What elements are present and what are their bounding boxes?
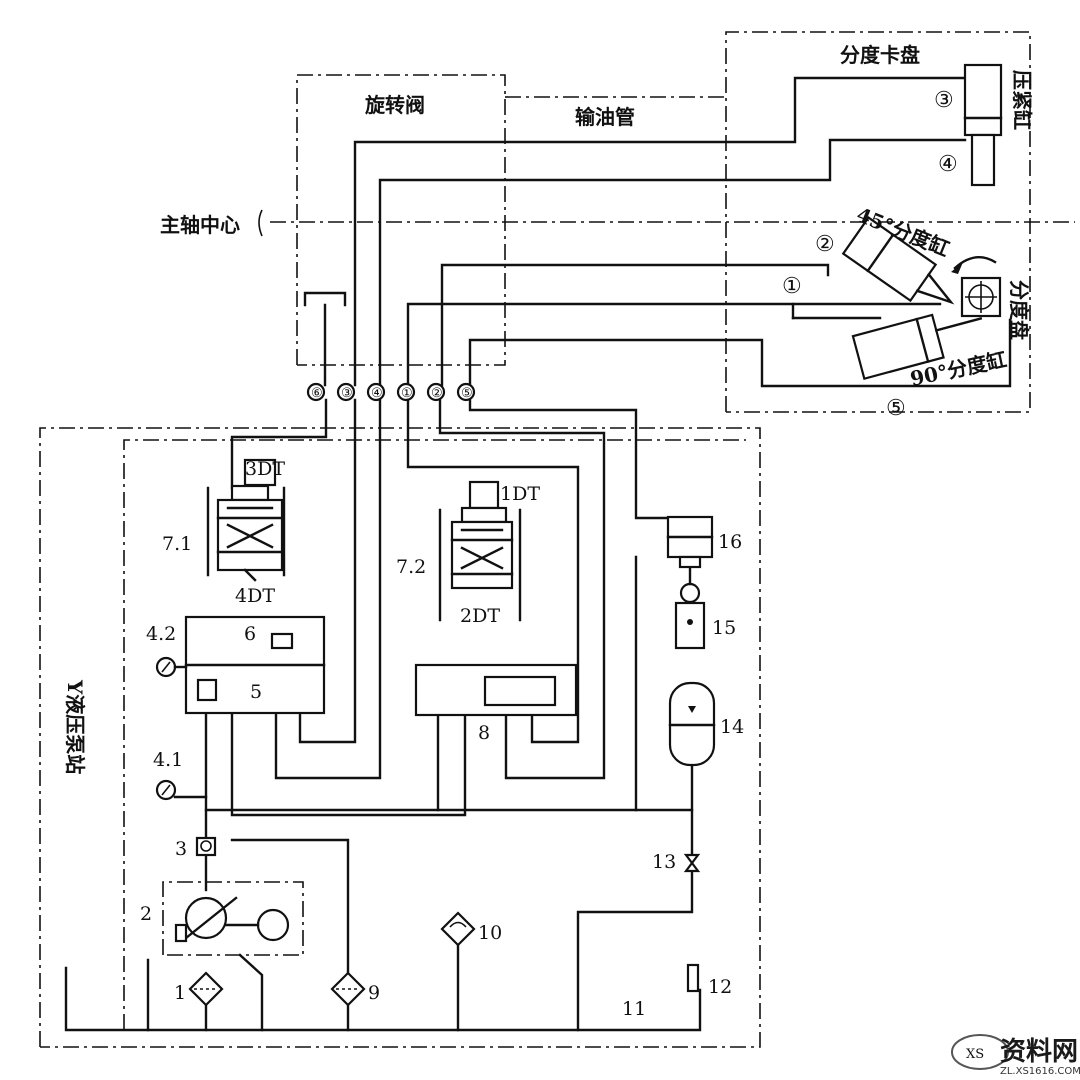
label-4-1: 4.1 — [153, 749, 183, 771]
filter-1 — [188, 971, 224, 1007]
pressure-gauge-4-1 — [155, 779, 177, 801]
svg-text:⑥: ⑥ — [311, 386, 323, 401]
label-clamp-cylinder: 压紧缸 — [1010, 70, 1034, 130]
pressure-gauge-4-2 — [155, 656, 188, 678]
label-2dt: 2DT — [460, 605, 500, 627]
label-8: 8 — [478, 722, 490, 744]
svg-text:④: ④ — [371, 386, 383, 401]
label-12: 12 — [708, 976, 732, 998]
svg-text:②: ② — [431, 386, 443, 401]
watermark-brand: 资料网 — [1000, 1037, 1078, 1067]
pump-unit-frame — [162, 881, 304, 956]
label-indexing-chuck: 分度卡盘 — [840, 43, 920, 67]
label-5: 5 — [250, 681, 262, 703]
label-16: 16 — [718, 531, 742, 553]
label-6: 6 — [244, 623, 256, 645]
circled-5: ⑤ — [886, 396, 906, 421]
label-15: 15 — [712, 617, 736, 639]
label-indexing-plate: 分度盘 — [1007, 280, 1031, 340]
port-1: ① — [396, 382, 416, 402]
pressure-switch-15 — [674, 563, 706, 650]
check-valve-3 — [195, 836, 217, 857]
port-row: ⑥ ③ ④ ① ② ⑤ — [306, 382, 476, 402]
stop-valve-13 — [683, 853, 701, 873]
label-1dt: 1DT — [500, 483, 540, 505]
port-4: ④ — [366, 382, 386, 402]
svg-text:⑤: ⑤ — [461, 386, 473, 401]
accumulator-14 — [668, 681, 716, 767]
manifold-8 — [414, 663, 578, 717]
tank-sight-12 — [686, 963, 700, 993]
svg-text:①: ① — [401, 386, 413, 401]
label-14: 14 — [720, 716, 744, 738]
port-2: ② — [426, 382, 446, 402]
rotary-valve-frame — [296, 74, 506, 366]
circled-1: ① — [782, 274, 802, 299]
label-3: 3 — [175, 838, 187, 860]
label-9: 9 — [368, 982, 380, 1004]
lower-pipes — [64, 398, 702, 1032]
port-5: ⑤ — [456, 382, 476, 402]
boundary-frames — [39, 31, 1075, 1048]
label-3dt: 3DT — [245, 458, 285, 480]
svg-text:③: ③ — [341, 386, 353, 401]
label-11: 11 — [622, 998, 646, 1020]
watermark-logo: XS 资料网 ZL.XS1616.COM — [951, 1034, 1080, 1077]
label-4dt: 4DT — [235, 585, 275, 607]
pump-station-frame — [39, 427, 761, 1048]
label-4-2: 4.2 — [146, 623, 176, 645]
watermark-url: ZL.XS1616.COM — [1000, 1066, 1080, 1077]
indexing-plate — [960, 276, 1002, 318]
indexing-cylinder-45 — [841, 216, 955, 305]
label-13: 13 — [652, 851, 676, 873]
circled-2: ② — [815, 232, 835, 257]
circled-4: ④ — [938, 152, 958, 177]
label-oil-pipe: 输油管 — [575, 105, 635, 129]
label-1: 1 — [174, 982, 186, 1004]
label-10: 10 — [478, 922, 502, 944]
clamp-cylinder — [963, 63, 1003, 187]
label-7-2: 7.2 — [396, 556, 426, 578]
circled-3: ③ — [934, 88, 954, 113]
pump-motor-unit — [174, 896, 290, 943]
directional-valve-7-1 — [216, 458, 284, 582]
label-spindle-center: 主轴中心 — [160, 213, 240, 237]
directional-valve-7-2 — [450, 480, 514, 590]
cylinder-16 — [666, 515, 714, 569]
port-3: ③ — [336, 382, 356, 402]
label-pump-station: Y液压泵站 — [63, 679, 87, 774]
watermark-logo-text: XS — [966, 1047, 984, 1062]
label-2: 2 — [140, 903, 152, 925]
label-rotary-valve: 旋转阀 — [364, 93, 425, 117]
indexing-cylinder-90 — [851, 313, 983, 381]
filter-9 — [330, 971, 366, 1007]
manifold-5-6 — [184, 615, 326, 715]
pump-station-inner-frame — [123, 439, 746, 1030]
upper-pipes — [258, 76, 1012, 388]
port-6: ⑥ — [306, 382, 326, 402]
indexing-chuck-frame — [725, 31, 1031, 413]
air-filter-10 — [440, 911, 476, 947]
label-7-1: 7.1 — [162, 533, 192, 555]
